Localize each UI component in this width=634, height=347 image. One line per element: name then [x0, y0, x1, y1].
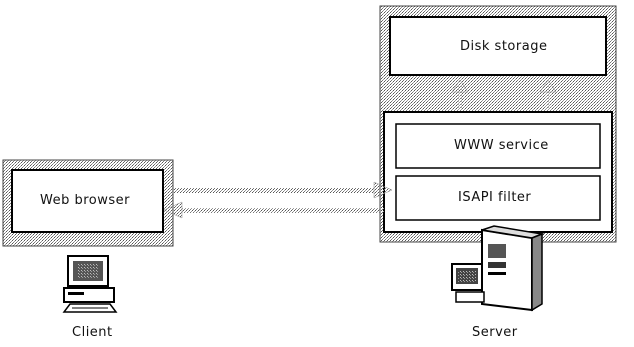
disk-storage-label: Disk storage: [460, 39, 548, 54]
server-caption: Server: [472, 325, 518, 340]
web-browser-box: [11, 169, 164, 233]
request-arrow: [165, 181, 393, 199]
server-tower-icon: [451, 225, 545, 312]
disk-arrow-left: [451, 79, 469, 110]
client-caption: Client: [72, 325, 113, 340]
disk-storage-box: [389, 16, 607, 76]
response-arrow: [163, 201, 384, 219]
disk-arrow-right: [539, 79, 557, 110]
isapi-filter-label: ISAPI filter: [458, 190, 532, 205]
www-service-box: [395, 123, 601, 169]
web-browser-label: Web browser: [40, 193, 130, 208]
client-computer-icon: [62, 255, 118, 313]
www-service-label: WWW service: [454, 138, 549, 153]
isapi-filter-box: [395, 175, 601, 221]
